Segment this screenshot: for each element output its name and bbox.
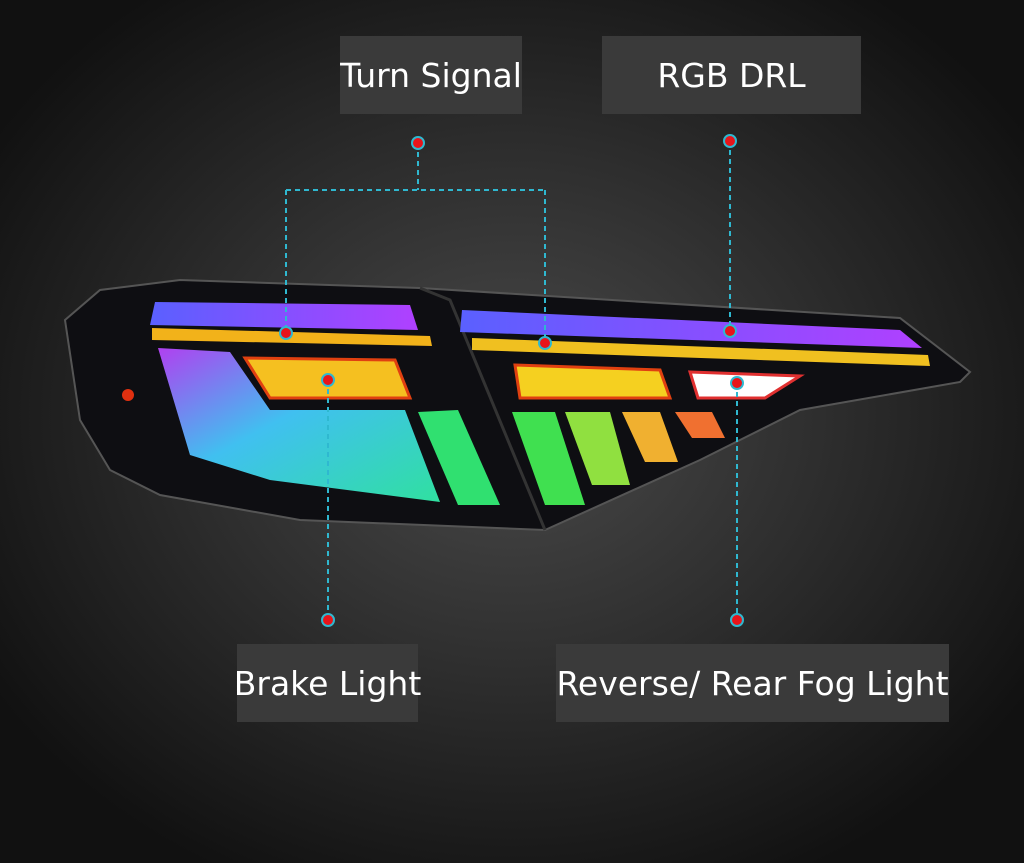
label-turn-signal: Turn Signal bbox=[340, 36, 522, 114]
dot-brake-bottom bbox=[321, 613, 335, 627]
dot-reverse-bottom bbox=[730, 613, 744, 627]
dot-turn-left bbox=[279, 326, 293, 340]
side-marker bbox=[122, 389, 134, 401]
callout-dots bbox=[279, 134, 744, 627]
dot-turn-right bbox=[538, 336, 552, 350]
turn-signal-bars bbox=[152, 328, 930, 366]
callout-lines bbox=[285, 141, 738, 620]
dot-drl-top bbox=[723, 134, 737, 148]
reverse-light bbox=[687, 370, 805, 400]
dot-brake bbox=[321, 373, 335, 387]
dot-reverse bbox=[730, 376, 744, 390]
dot-drl bbox=[723, 324, 737, 338]
label-brake-light: Brake Light bbox=[234, 644, 421, 722]
label-reverse-fog-light: Reverse/ Rear Fog Light bbox=[556, 644, 949, 722]
label-rgb-drl: RGB DRL bbox=[602, 36, 861, 114]
rgb-segments bbox=[158, 348, 725, 505]
dot-turn-top bbox=[411, 136, 425, 150]
drl-bars bbox=[150, 302, 922, 348]
